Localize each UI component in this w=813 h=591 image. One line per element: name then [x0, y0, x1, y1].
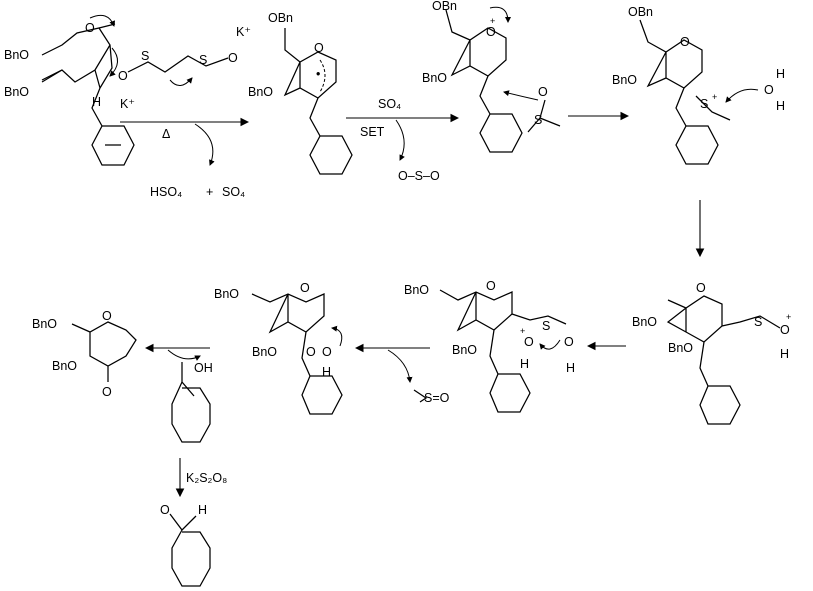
bno-label: BnO [4, 85, 29, 99]
sulfur-label: S [199, 53, 207, 67]
benzyl-alcohol: OH [171, 361, 213, 443]
positive-charge: + [520, 326, 525, 336]
bno-label: BnO [32, 317, 57, 331]
ketone-oxygen: O [102, 385, 112, 399]
ring-link-oxygen: O [524, 335, 534, 349]
ring-oxygen: O [486, 279, 496, 293]
bno-label: BnO [214, 287, 239, 301]
heat-symbol: Δ [162, 127, 170, 141]
hydroxy-oxygen: O [322, 345, 332, 359]
radical-intermediate: OBn BnO O • [248, 11, 353, 175]
bno-label: BnO [632, 315, 657, 329]
hydroxy-hydrogen: H [780, 347, 789, 361]
persulfate: O S S O K⁺ K⁺ [118, 25, 251, 111]
plus-sign: + [206, 185, 213, 199]
benzaldehyde: O H [160, 503, 211, 587]
bno-label: BnO [252, 345, 277, 359]
bno-label: BnO [248, 85, 273, 99]
ring-oxygen: O [314, 41, 324, 55]
ring-oxygen: O [300, 281, 310, 295]
ring-oxygen: O [85, 21, 95, 35]
bno-label: BnO [52, 359, 77, 373]
glucal-starting-material: BnO BnO O H [4, 14, 135, 166]
water-oxygen: O [764, 83, 774, 97]
obn-label: OBn [432, 0, 457, 13]
persulfate-oxygen: O [118, 69, 128, 83]
hydroxy-oxygen: O [564, 335, 574, 349]
obn-label: OBn [628, 5, 653, 19]
sulfate-ion: O–S–O [398, 169, 440, 183]
bno-label: BnO [452, 343, 477, 357]
aldehyde-oxygen: O [160, 503, 170, 517]
hydrogen-label: H [520, 357, 529, 371]
bno-label: BnO [668, 341, 693, 355]
hydroxyl-label: OH [194, 361, 213, 375]
sulfur-label: S [542, 319, 550, 333]
hydroxy-hydrogen: H [566, 361, 575, 375]
hydroxysulfonium-intermediate: BnO BnO O S O + H [632, 281, 791, 425]
aldehyde-hydrogen: H [198, 503, 207, 517]
hydroxy-oxygen: O [780, 323, 790, 337]
protonated-intermediate: BnO BnO O S O + H O H [404, 279, 575, 413]
ring-link-oxygen: O [306, 345, 316, 359]
radical-dot: • [316, 67, 320, 81]
bno-label: BnO [4, 48, 29, 62]
set-label: SET [360, 125, 385, 139]
positive-charge: + [712, 92, 717, 102]
sulfur-label: S [754, 315, 762, 329]
bno-label: BnO [404, 283, 429, 297]
potassium-ion: K⁺ [120, 97, 135, 111]
obn-label: OBn [268, 11, 293, 25]
hydrogen-label: H [92, 95, 101, 109]
hso4-byproduct: HSO₄ [150, 185, 182, 199]
enone-product: BnO BnO O O [32, 309, 137, 399]
positive-charge: + [786, 312, 791, 322]
so4-radical-byproduct: SO₄ [222, 185, 245, 199]
ring-oxygen: O [102, 309, 112, 323]
hydroxy-hydrogen: H [322, 365, 331, 379]
bno-label: BnO [422, 71, 447, 85]
so4-radical-reagent: SO₄ [378, 97, 401, 111]
water-hydrogen: H [776, 67, 785, 81]
bno-label: BnO [612, 73, 637, 87]
sulfur-label: S [534, 113, 542, 127]
water-hydrogen: H [776, 99, 785, 113]
sulfur-label: S [700, 97, 708, 111]
ring-oxygen: O [680, 35, 690, 49]
oxocarbenium-intermediate: OBn BnO O + O S [422, 0, 561, 153]
ring-oxygen: O [486, 25, 496, 39]
sulfur-label: S [141, 49, 149, 63]
ring-oxygen: O [696, 281, 706, 295]
persulfate-oxygen: O [228, 51, 238, 65]
dmso-byproduct: S=O [424, 391, 450, 405]
positive-charge: + [490, 16, 495, 26]
potassium-ion: K⁺ [236, 25, 251, 39]
alkoxysulfonium-intermediate: OBn BnO O S + O H H [612, 5, 785, 165]
hemiketal-intermediate: BnO BnO O O O H [214, 281, 343, 415]
dmso-oxygen: O [538, 85, 548, 99]
oxidant-label: K₂S₂O₈ [186, 471, 227, 485]
